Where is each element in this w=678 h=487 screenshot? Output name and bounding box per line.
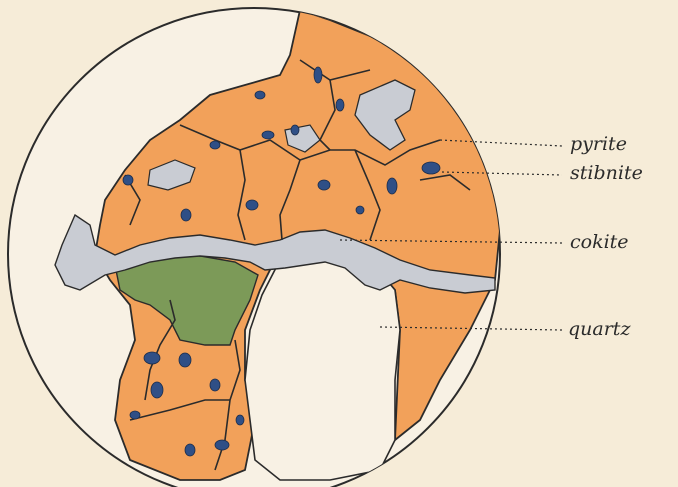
label-cokite: cokite	[570, 231, 629, 253]
label-quartz: quartz	[568, 318, 631, 340]
label-stibnite: stibnite	[570, 162, 643, 184]
label-pyrite: pyrite	[570, 133, 627, 155]
